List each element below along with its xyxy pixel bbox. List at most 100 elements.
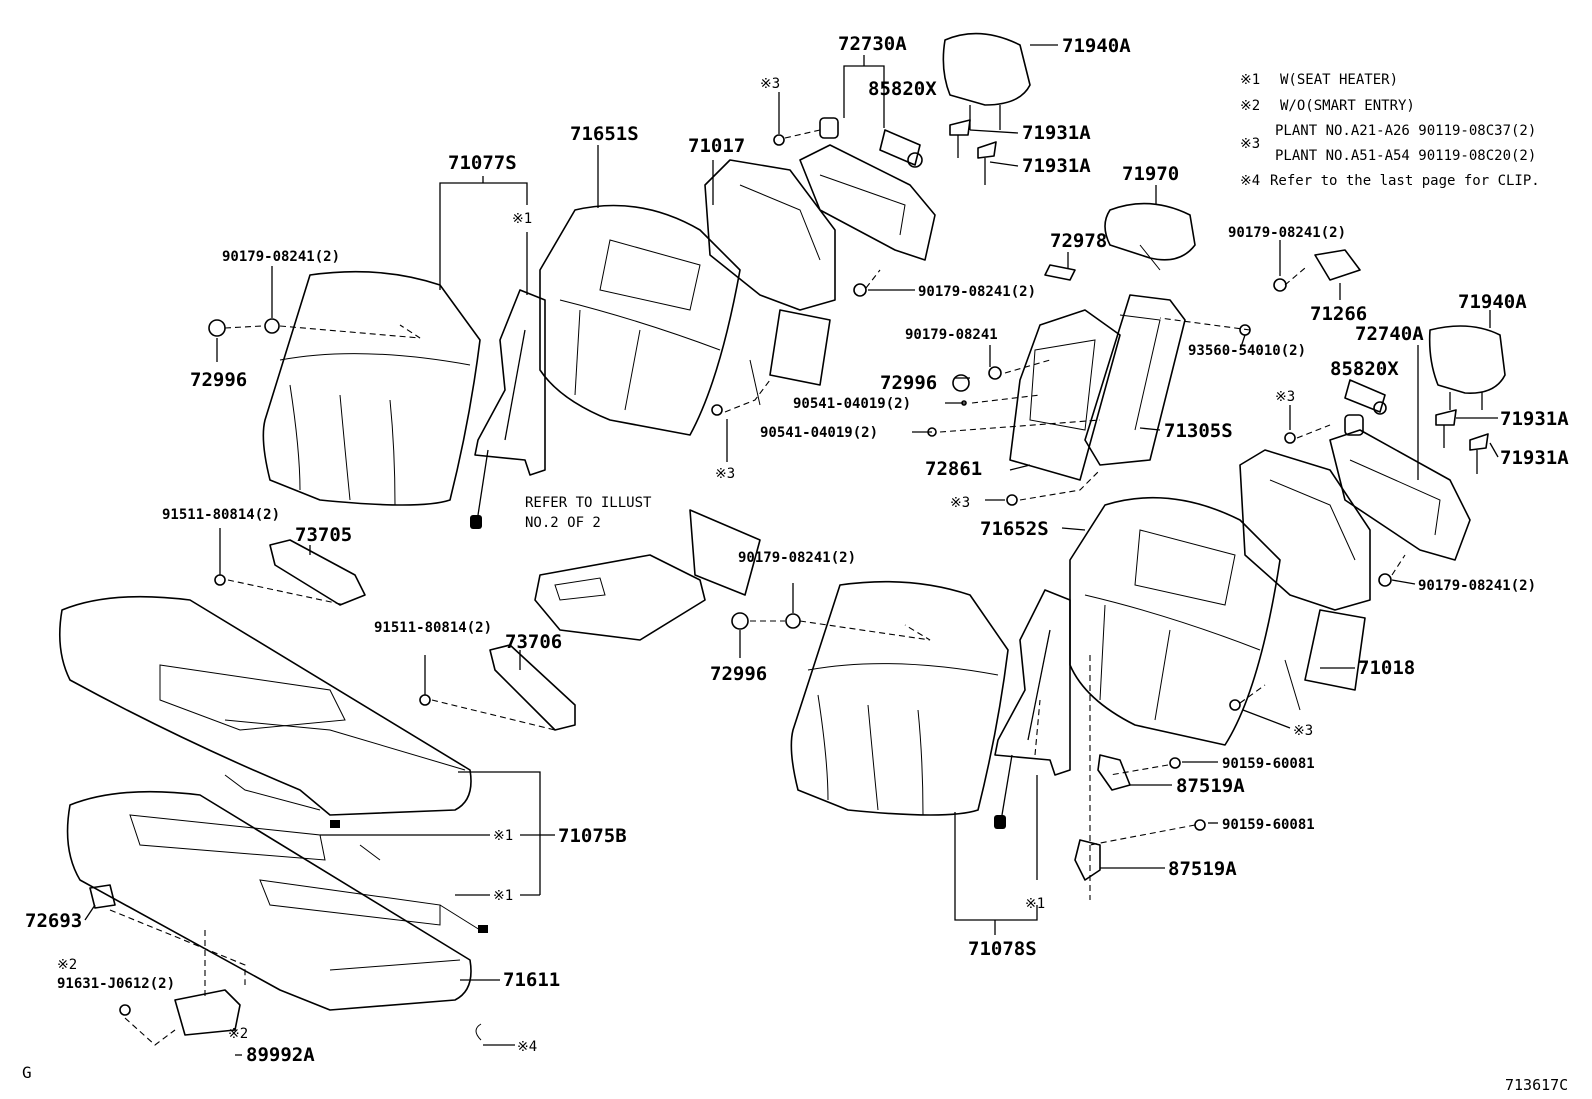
label-71077S: 71077S — [448, 152, 517, 174]
headrest-support-left — [799, 117, 936, 261]
label-72740A: 72740A — [1355, 323, 1424, 345]
label-89992A: 89992A — [246, 1044, 315, 1066]
label-90541-b: 90541-04019(2) — [760, 425, 878, 441]
lock-cylinder-left — [879, 129, 923, 168]
footer-left: G — [22, 1063, 32, 1082]
refer-line-1: REFER TO ILLUST — [525, 495, 652, 511]
legend-text-2: W/O(SMART ENTRY) — [1280, 98, 1415, 114]
label-71931A-1: 71931A — [1022, 122, 1091, 144]
label-71651S: 71651S — [570, 123, 639, 145]
label-90159-a: 90159-60081 — [1222, 756, 1315, 772]
heater-pad-left — [470, 289, 546, 529]
refer-line-2: NO.2 OF 2 — [525, 515, 601, 531]
label-73706: 73706 — [505, 631, 562, 653]
label-71931A-3: 71931A — [1500, 408, 1569, 430]
seatback-frame-right — [1239, 449, 1371, 711]
headrest-guides-left — [949, 119, 997, 185]
center-console-box — [534, 509, 761, 641]
mark-4: ※4 — [517, 1039, 537, 1055]
mark-1-d: ※1 — [1025, 896, 1045, 912]
dashed-lines — [109, 129, 1406, 1046]
label-91631: 91631-J0612(2) — [57, 976, 175, 992]
center-back-panel — [1084, 294, 1186, 466]
label-90179-b: 90179-08241(2) — [918, 284, 1036, 300]
seat-cushion-pad — [66, 790, 472, 1011]
label-90541-a: 90541-04019(2) — [793, 396, 911, 412]
label-90159-b: 90159-60081 — [1222, 817, 1315, 833]
mark-3-b: ※3 — [715, 466, 735, 482]
label-71266: 71266 — [1310, 303, 1367, 325]
fasteners — [119, 134, 1392, 1041]
label-71018: 71018 — [1358, 657, 1415, 679]
mark-2-b: ※2 — [228, 1026, 248, 1042]
footer-right: 713617C — [1505, 1076, 1568, 1094]
label-72861: 72861 — [925, 458, 982, 480]
legend-text-4: Refer to the last page for CLIP. — [1270, 173, 1540, 189]
part-labels: 71077S 71651S 71017 72730A 85820X 71940A… — [25, 33, 1569, 1066]
legend-text-3b: PLANT NO.A51-A54 90119-08C20(2) — [1275, 148, 1536, 164]
legend-text-3a: PLANT NO.A21-A26 90119-08C37(2) — [1275, 123, 1536, 139]
seat-heater-wires — [224, 774, 488, 933]
label-72978: 72978 — [1050, 230, 1107, 252]
headrest-guides-right — [1435, 409, 1489, 474]
label-72693: 72693 — [25, 910, 82, 932]
label-71940A-2: 71940A — [1458, 291, 1527, 313]
legend: ※1 W(SEAT HEATER) ※2 W/O(SMART ENTRY) ※3… — [1240, 72, 1540, 189]
belt-bracket-73706 — [489, 644, 576, 731]
label-85820X-2: 85820X — [1330, 358, 1399, 380]
label-87519A-b: 87519A — [1168, 858, 1237, 880]
belt-bracket-73705 — [269, 539, 366, 606]
legend-mark-1: ※1 — [1240, 72, 1260, 88]
label-72996-c: 72996 — [710, 663, 767, 685]
seatback-cushion-right — [790, 580, 1009, 816]
mark-2-a: ※2 — [57, 957, 77, 973]
legend-mark-4: ※4 — [1240, 173, 1260, 189]
mark-3-c: ※3 — [950, 495, 970, 511]
label-90179-f: 90179-08241(2) — [738, 550, 856, 566]
label-72996-b: 72996 — [880, 372, 937, 394]
seatback-cover-left — [539, 204, 741, 436]
mark-1-b: ※1 — [493, 828, 513, 844]
lock-cylinder-right — [1344, 379, 1387, 415]
mark-3-d: ※3 — [1275, 389, 1295, 405]
label-72996-a: 72996 — [190, 369, 247, 391]
latch-bracket-lower — [1074, 839, 1101, 881]
label-71611: 71611 — [503, 969, 560, 991]
label-71931A-2: 71931A — [1022, 155, 1091, 177]
seatback-cover-right — [1069, 496, 1281, 746]
legend-mark-2: ※2 — [1240, 98, 1260, 114]
armrest — [1104, 202, 1196, 271]
latch-bracket-upper — [1097, 754, 1131, 791]
heater-pad-right — [994, 589, 1071, 829]
label-71652S: 71652S — [980, 518, 1049, 540]
label-71970: 71970 — [1122, 163, 1179, 185]
label-71078S: 71078S — [968, 938, 1037, 960]
legend-text-1: W(SEAT HEATER) — [1280, 72, 1398, 88]
label-90179-e: 90179-08241(2) — [1418, 578, 1536, 594]
label-90179-c: 90179-08241 — [905, 327, 998, 343]
clip-72693 — [89, 884, 116, 909]
label-91511-b: 91511-80814(2) — [374, 620, 492, 636]
label-87519A-a: 87519A — [1176, 775, 1245, 797]
mark-3-a: ※3 — [760, 76, 780, 92]
antenna-89992A — [174, 989, 241, 1036]
label-85820X-1: 85820X — [868, 78, 937, 100]
label-73705: 73705 — [295, 524, 352, 546]
mark-1-a: ※1 — [512, 211, 532, 227]
seatback-cushion-left — [262, 270, 481, 506]
label-71931A-4: 71931A — [1500, 447, 1569, 469]
label-71017: 71017 — [688, 135, 745, 157]
legend-mark-3: ※3 — [1240, 136, 1260, 152]
label-72730A: 72730A — [838, 33, 907, 55]
seatback-frame-left — [704, 159, 836, 406]
label-93560: 93560-54010(2) — [1188, 343, 1306, 359]
seat-cushion-cover — [58, 595, 472, 816]
headrest-support-right — [1329, 414, 1471, 561]
label-71940A-1: 71940A — [1062, 35, 1131, 57]
headrest-left — [942, 32, 1031, 130]
label-71075B: 71075B — [558, 825, 627, 847]
label-91511-a: 91511-80814(2) — [162, 507, 280, 523]
mark-1-c: ※1 — [493, 888, 513, 904]
